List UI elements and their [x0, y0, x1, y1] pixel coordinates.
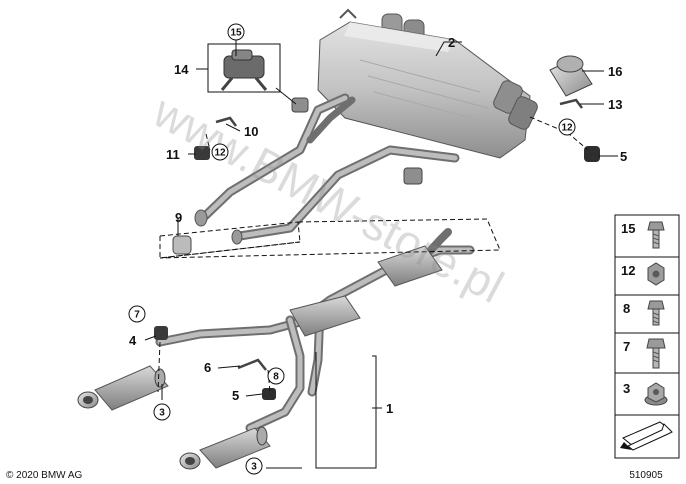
diagram-number: 510905 [629, 470, 663, 481]
fastener-legend: 15 12 8 7 3 [614, 214, 680, 459]
callout-15-circled: 15 [227, 23, 245, 41]
legend-label-3: 3 [623, 381, 630, 396]
svg-text:7: 7 [134, 310, 140, 321]
callout-5-bottom: 5 [232, 388, 239, 403]
callout-12-circled-left: 12 [211, 143, 229, 161]
front-exhaust-system [77, 228, 475, 470]
callout-2: 2 [448, 35, 455, 50]
callout-9: 9 [175, 210, 182, 225]
svg-text:3: 3 [251, 462, 257, 473]
svg-text:3: 3 [159, 408, 165, 419]
nut-12-icon [647, 262, 665, 286]
copyright-text: © 2020 BMW AG [6, 470, 83, 481]
bolt-15-icon [647, 221, 665, 249]
legend-label-12: 12 [621, 263, 635, 278]
legend-label-7: 7 [623, 339, 630, 354]
flange-nut-3-icon [644, 382, 668, 406]
callout-11: 11 [166, 147, 180, 162]
callout-labels: 1 2 4 5 5 6 9 10 11 13 14 16 [129, 35, 627, 416]
callout-10: 10 [244, 124, 258, 139]
legend-label-8: 8 [623, 301, 630, 316]
rear-connecting-pipes [194, 93, 460, 245]
svg-text:12: 12 [214, 148, 226, 159]
callout-3-circled-left: 3 [153, 403, 171, 421]
rear-muffler [317, 8, 538, 159]
group-frames [157, 43, 589, 393]
callout-14: 14 [174, 62, 189, 77]
bolt-7-icon [646, 338, 666, 369]
circled-callouts: 15 12 12 7 8 3 3 [128, 23, 576, 475]
callout-13: 13 [608, 97, 622, 112]
svg-text:12: 12 [561, 123, 573, 134]
callout-16: 16 [608, 64, 622, 79]
callout-12-circled-right: 12 [558, 118, 576, 136]
svg-text:8: 8 [273, 372, 279, 383]
leader-lines [144, 34, 618, 469]
callout-8-circled: 8 [267, 367, 285, 385]
callout-5-right: 5 [620, 149, 627, 164]
callout-6: 6 [204, 360, 211, 375]
callout-3-circled-bottom: 3 [245, 457, 263, 475]
svg-text:15: 15 [230, 28, 242, 39]
bolt-8-icon [647, 300, 665, 326]
arrow-sheet-icon [620, 421, 673, 451]
callout-4: 4 [129, 333, 137, 348]
legend-label-15: 15 [621, 221, 635, 236]
callout-1: 1 [386, 401, 393, 416]
callout-7-circled: 7 [128, 305, 146, 323]
